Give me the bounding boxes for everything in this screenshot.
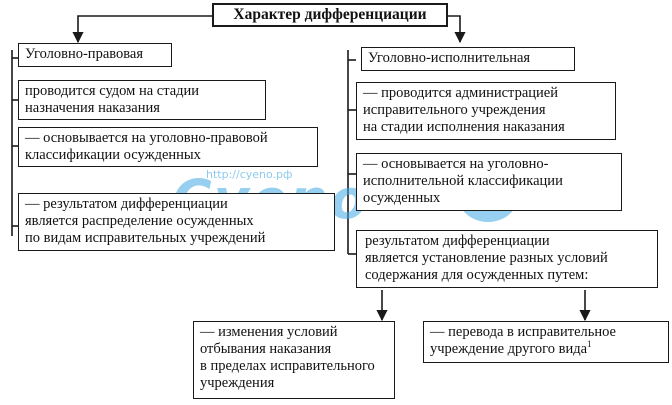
- footnote-marker: 1: [587, 339, 592, 350]
- right-item-2: — основывается на уголовно- исполнительн…: [356, 153, 622, 211]
- left-item-2: — основывается на уголовно-правовой клас…: [18, 127, 318, 167]
- left-item-3: — результатом дифференциации является ра…: [18, 193, 335, 251]
- outcome-2-text: — перевода в исправительное учреждение д…: [430, 324, 616, 357]
- left-header: Уголовно-правовая: [18, 43, 172, 67]
- right-item-1: — проводится администрацией исправительн…: [356, 82, 616, 140]
- right-header: Уголовно-исполнительная: [361, 47, 575, 71]
- diagram-title: Характер дифференциации: [212, 3, 448, 27]
- outcome-1: — изменения условий отбывания наказания …: [193, 321, 395, 399]
- right-item-3: результатом дифференциации является уста…: [356, 230, 658, 288]
- outcome-2: — перевода в исправительное учреждение д…: [423, 321, 669, 363]
- arrow-title-to-right: [448, 15, 466, 44]
- left-item-1: проводится судом на стадии назначения на…: [18, 80, 266, 120]
- arrow-title-to-left: [72, 15, 212, 44]
